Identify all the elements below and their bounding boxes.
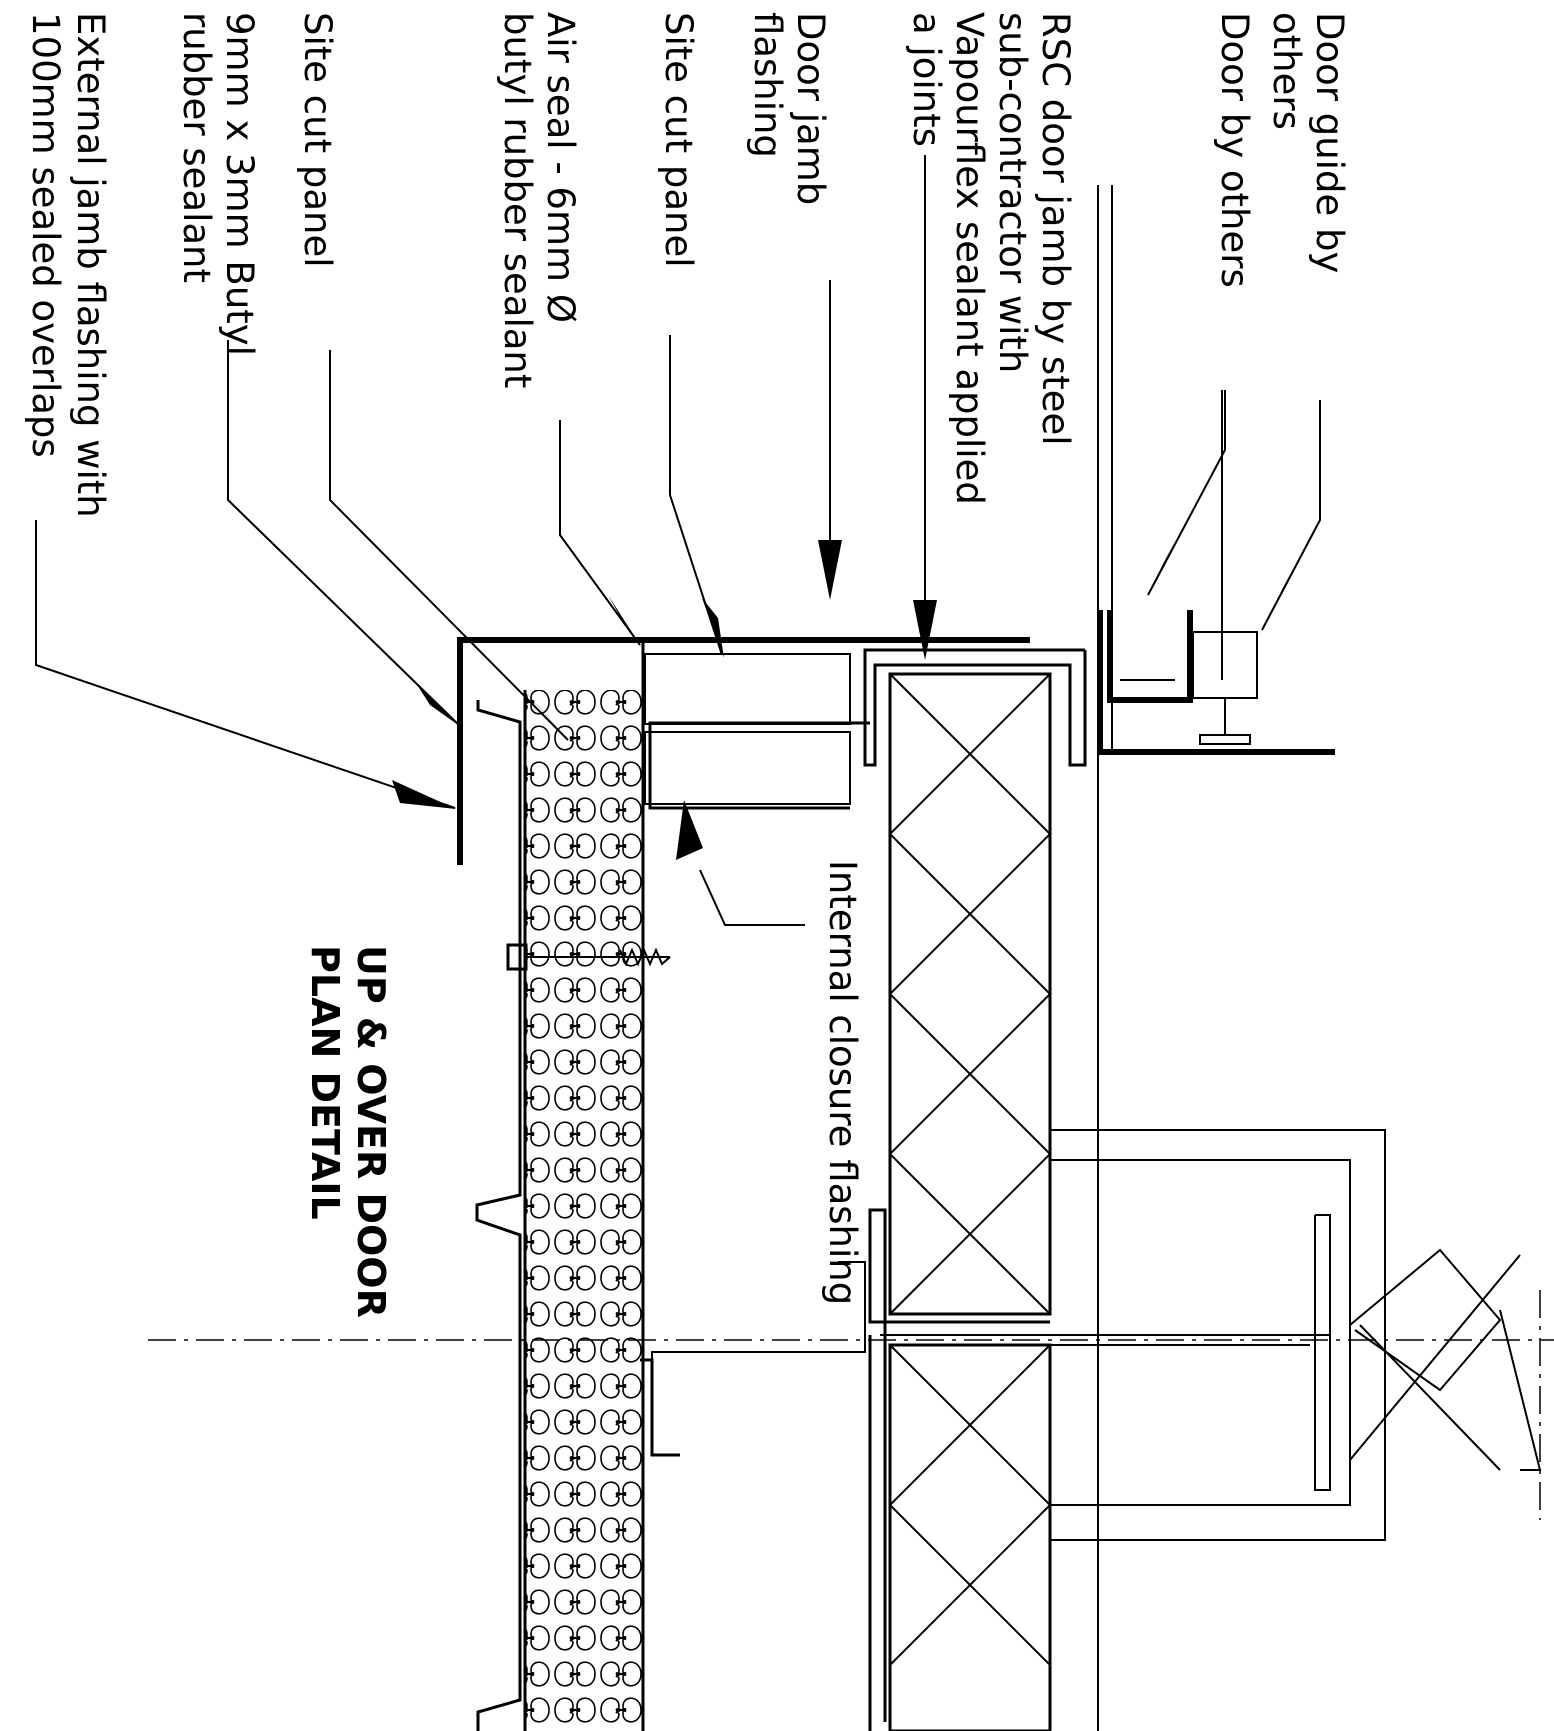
rsc-jamb-lower-cross-hatching [888, 1344, 1052, 1666]
leader-door-guide [1259, 400, 1321, 636]
drawing-title: UP & OVER DOOR PLAN DETAIL [303, 945, 393, 1318]
leader-site-cut-panel-upper [669, 335, 724, 658]
label-line: sub-contractor with [991, 12, 1034, 373]
rsc-jamb-upper-cross-hatching [888, 673, 1052, 1315]
site-cut-panel-upper-block [644, 653, 851, 725]
panel-insulation [525, 690, 643, 1731]
label-line: butyl rubber sealant [496, 12, 539, 388]
label-internal-closure-flashing: Internal closure flashing [821, 860, 864, 1305]
label-line: flashing [746, 12, 789, 158]
label-line: Site cut panel [296, 12, 339, 268]
label-line: Vapourflex sealant applied [948, 12, 991, 505]
label-line: RSC door jamb by steel [1034, 12, 1077, 446]
leader-door-jamb-flashing [818, 280, 842, 600]
leader-site-cut-panel-lower [329, 350, 570, 742]
label-line: 100mm sealed overlaps [24, 12, 67, 458]
rsc-jamb-upper-box [888, 672, 1052, 1316]
label-door-by-others: Door by others [1213, 12, 1256, 288]
rsc-steel-channel-outer [863, 648, 1087, 767]
label-line: a joints [905, 12, 948, 147]
site-cut-panel-lower-block [644, 731, 851, 805]
external-jamb-flashing [457, 637, 1030, 865]
door-frame-section [880, 1129, 1542, 1541]
fixing-screw [506, 943, 671, 971]
label-line: External jamb flashing with [69, 12, 112, 518]
label-line: Door by others [1213, 12, 1256, 288]
door-guide-assembly [1097, 390, 1335, 755]
rsc-steel-channel-mid [868, 1208, 1050, 1722]
title-line-1: UP & OVER DOOR [349, 945, 393, 1318]
label-line: Air seal - 6mm Ø [539, 12, 582, 323]
label-line: Site cut panel [657, 12, 700, 268]
label-line: 9mm x 3mm Butyl [218, 12, 261, 356]
label-air-seal: Air seal - 6mm Ø butyl rubber sealant [496, 12, 582, 388]
outer-cladding-profile [475, 700, 522, 1731]
label-line: rubber sealant [175, 12, 218, 283]
label-rsc-door-jamb: RSC door jamb by steel sub-contractor wi… [905, 12, 1077, 505]
label-butyl-rubber-sealant: 9mm x 3mm Butyl rubber sealant [175, 12, 261, 356]
leader-door-by-others [1145, 390, 1226, 600]
title-line-2: PLAN DETAIL [303, 945, 347, 1220]
label-site-cut-panel-lower: Site cut panel [296, 12, 339, 268]
label-line: Internal closure flashing [821, 860, 864, 1305]
internal-closure-channel [640, 1358, 680, 1457]
label-site-cut-panel-upper: Site cut panel [657, 12, 700, 268]
leader-air-seal [559, 420, 642, 648]
leader-butyl [227, 340, 461, 727]
label-door-jamb-flashing: Door jamb flashing [746, 12, 832, 205]
label-line: others [1265, 12, 1308, 130]
label-line: Door guide by [1308, 12, 1351, 273]
label-external-jamb-flashing: External jamb flashing with 100mm sealed… [24, 12, 112, 518]
label-door-guide: Door guide by others [1265, 12, 1351, 273]
internal-closure-flashing [648, 721, 870, 810]
label-line: Door jamb [789, 12, 832, 205]
leader-rsc-door-jamb [913, 155, 937, 660]
leader-external-jamb [35, 520, 456, 809]
rsc-jamb-lower-box [888, 1343, 1052, 1731]
